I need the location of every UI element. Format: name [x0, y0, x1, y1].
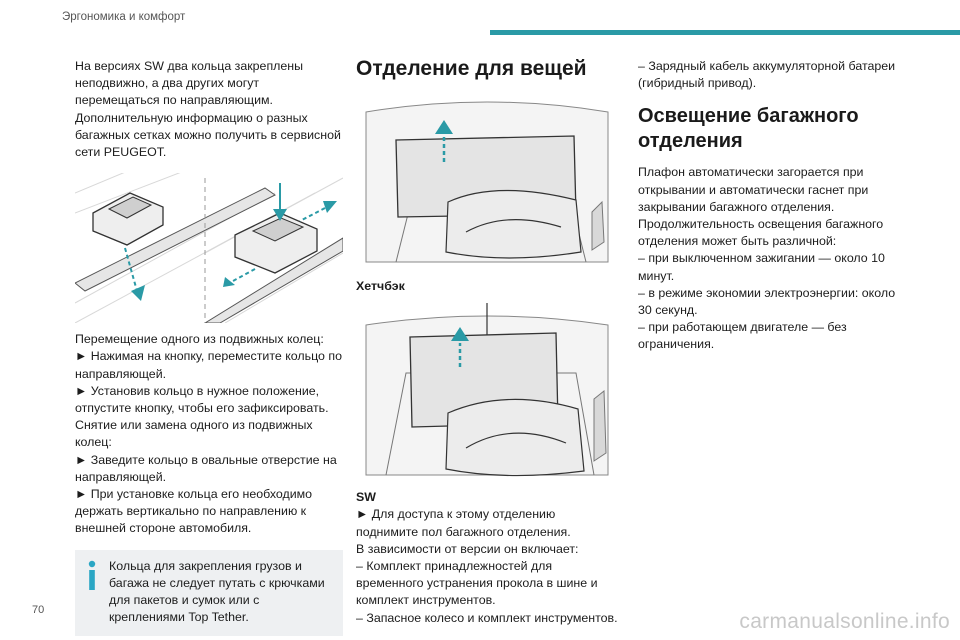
access-instruction: ► Для доступа к этому отделению поднимит… [356, 507, 571, 539]
storage-item-1: – Комплект принадлежностей для временног… [356, 559, 598, 608]
lighting-paragraph-2: Продолжительность освещения багажного от… [638, 217, 884, 249]
section-heading-lighting: Освещение багажного отделения [638, 105, 859, 153]
column-right: – Зарядный кабель аккумуляторной батареи… [638, 58, 900, 354]
remove-step-1: ► Заведите кольцо в овальные отверстие н… [75, 452, 337, 484]
info-note-text: Кольца для закрепления грузов и багажа н… [109, 558, 325, 625]
storage-item-3: – Зарядный кабель аккумуляторной батареи… [638, 59, 896, 91]
lighting-item-2: – в режиме экономии электроэнергии: окол… [638, 285, 896, 318]
ring-rail-illustration [75, 173, 343, 324]
version-intro: В зависимости от версии он включает: [356, 541, 579, 556]
caption-hatchback: Хетчбэк [356, 279, 405, 293]
move-step-2: ► Установив кольцо в нужное положение, о… [75, 383, 329, 416]
move-title: Перемещение одного из подвижных колец: [75, 332, 324, 347]
sw-trunk-illustration [356, 303, 618, 482]
move-step-1: ► Нажимая на кнопку, переместите кольцо … [75, 349, 342, 381]
intro-paragraph-2: Дополнительную информацию о разных багаж… [75, 110, 341, 160]
info-note: Кольца для закрепления грузов и багажа н… [75, 549, 343, 637]
section-title: Эргономика и комфорт [62, 11, 186, 23]
column-left: На версиях SW два кольца закреплены непо… [75, 58, 343, 637]
lighting-item-3: – при работающем двигателе — без огранич… [638, 320, 847, 352]
watermark: carmanualsonline.info [739, 610, 950, 633]
section-heading-storage: Отделение для вещей [356, 57, 587, 80]
remove-step-2: ► При установке кольца его необходимо де… [75, 487, 313, 536]
intro-paragraph-1: На версиях SW два кольца закреплены непо… [75, 59, 304, 108]
caption-sw: SW [356, 490, 376, 505]
storage-item-2: – Запасное колесо и комплект инструменто… [356, 610, 618, 625]
column-middle: Отделение для вещей Хетчбэк SW ► Для дос… [356, 56, 618, 627]
hatchback-trunk-illustration [356, 92, 618, 270]
remove-title: Снятие или замена одного из подвижных ко… [75, 418, 313, 450]
lighting-item-1: – при выключенном зажигании — около 10 м… [638, 251, 885, 283]
page-number: 70 [32, 604, 45, 616]
info-icon [88, 560, 96, 590]
header-accent-bar [490, 30, 960, 35]
lighting-paragraph-1: Плафон автоматически загорается при откр… [638, 165, 869, 214]
